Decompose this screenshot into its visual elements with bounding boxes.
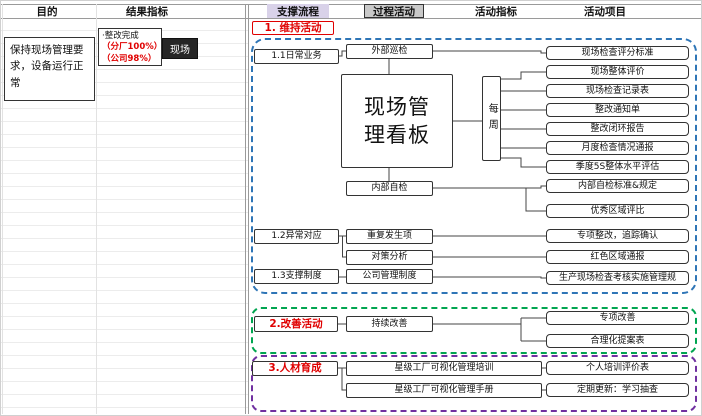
item-special-rectify: 专项整改，追踪确认: [546, 229, 689, 243]
section-improve-title: 2.改善活动: [254, 316, 338, 332]
header-process-activity[interactable]: 过程活动: [364, 4, 424, 18]
item-quarterly-5s: 季度5S整体水平评估: [546, 160, 689, 174]
header-activity-item: 活动项目: [584, 5, 626, 18]
node-weekly: 每周: [482, 76, 501, 161]
site-label-box: 现场: [162, 38, 198, 59]
node-abnormal-response: 1.2异常对应: [254, 229, 339, 244]
item-proposal-form: 合理化提案表: [546, 334, 689, 348]
result-line-3: （公司98%）: [102, 53, 157, 64]
node-internal-check: 内部自检: [346, 181, 433, 196]
node-countermeasure: 对策分析: [346, 250, 433, 265]
item-monthly-report: 月度检查情况通报: [546, 141, 689, 155]
divider-line-b: [248, 4, 249, 414]
result-indicator-box: ·整改完成 （分厂100%） （公司98%）: [98, 28, 162, 66]
node-continuous-improve: 持续改善: [346, 316, 433, 332]
section-maintain-title: 1. 维持活动: [252, 21, 334, 35]
column-line-1: [96, 4, 97, 414]
header-activity-indicator: 活动指标: [475, 5, 517, 18]
item-rectify-report: 整改闭环报告: [546, 122, 689, 136]
site-label: 现场: [170, 45, 190, 56]
item-overall-eval: 现场整体评价: [546, 65, 689, 79]
sheet-left-line: [2, 4, 3, 414]
talent-section-border: [251, 355, 697, 412]
item-red-area: 红色区域通报: [546, 250, 689, 264]
divider-line-a: [245, 4, 246, 414]
header-bottom-line: [1, 18, 701, 19]
header-result-indicator: 结果指标: [126, 5, 168, 18]
node-training: 星级工厂可视化管理培训: [346, 361, 542, 376]
result-line-1: ·整改完成: [102, 31, 139, 41]
node-company-rules: 公司管理制度: [346, 269, 433, 284]
node-external-patrol: 外部巡检: [346, 44, 433, 59]
item-periodic-update: 定期更新：学习抽查: [546, 383, 689, 397]
sheet-top-line: [1, 4, 701, 5]
node-kanban: 现场管理看板: [341, 74, 453, 168]
item-scoring-standard: 现场检查评分标准: [546, 46, 689, 60]
item-check-record: 现场检查记录表: [546, 84, 689, 98]
maintain-section-border: [251, 38, 697, 294]
node-daily-business: 1.1日常业务: [254, 49, 339, 64]
header-purpose: 目的: [36, 5, 58, 18]
item-excellent-area: 优秀区域评比: [546, 204, 689, 218]
item-personal-eval: 个人培训评价表: [546, 361, 689, 375]
purpose-text: 保持现场管理要求，设备运行正常: [10, 44, 84, 89]
item-assessment-rule: 生产现场检查考核实施管理规: [546, 271, 689, 285]
item-special-improve: 专项改善: [546, 311, 689, 325]
node-manual: 星级工厂可视化管理手册: [346, 383, 542, 398]
node-repeat-items: 重复发生项: [346, 229, 433, 244]
result-line-2: （分厂100%）: [102, 42, 163, 53]
improve-section-border: [251, 307, 697, 354]
item-rectify-notice: 整改通知单: [546, 103, 689, 117]
item-internal-standard: 内部自检标准&规定: [546, 179, 689, 193]
purpose-text-box: 保持现场管理要求，设备运行正常: [4, 37, 95, 101]
section-talent-title: 3.人材育成: [252, 361, 338, 376]
header-support-process: 支撑流程: [267, 4, 329, 18]
node-support-system: 1.3支撑制度: [254, 269, 339, 284]
